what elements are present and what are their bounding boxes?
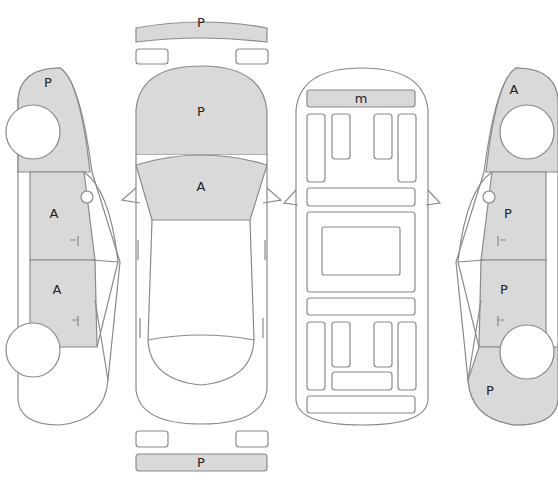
right-side-view — [456, 68, 558, 425]
damage-code: P — [504, 206, 512, 221]
damage-code: P — [500, 282, 508, 297]
damage-code: P — [486, 383, 494, 398]
damage-code: m — [355, 91, 368, 106]
damage-code: A — [50, 206, 59, 221]
top-view — [122, 22, 281, 471]
damage-code: P — [197, 104, 205, 119]
interior-view — [284, 68, 440, 425]
damage-code: A — [197, 179, 206, 194]
damage-code: P — [197, 455, 205, 470]
damage-code: A — [53, 282, 62, 297]
damage-code: P — [44, 75, 52, 90]
left-side-view — [6, 68, 120, 425]
damage-code: P — [197, 15, 205, 30]
damage-code: A — [510, 82, 519, 97]
